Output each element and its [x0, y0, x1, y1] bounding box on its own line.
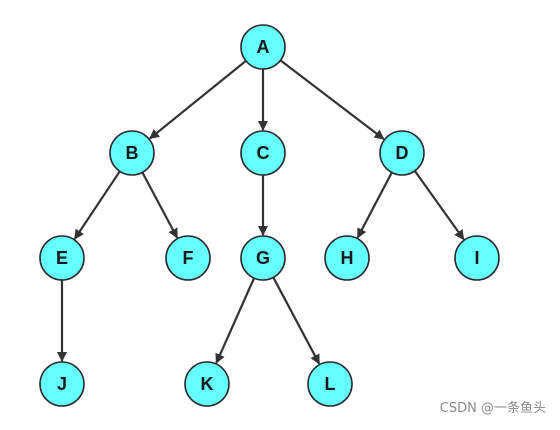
node-h: H	[324, 235, 370, 281]
node-circle	[109, 130, 155, 176]
node-label: F	[183, 248, 194, 268]
node-circle	[240, 235, 286, 281]
node-circle	[240, 130, 286, 176]
node-label: L	[325, 374, 336, 394]
node-label: J	[57, 374, 67, 394]
node-label: E	[56, 248, 68, 268]
node-circle	[454, 235, 500, 281]
edge-a-b	[149, 59, 247, 140]
node-label: B	[126, 143, 139, 163]
node-g: G	[240, 235, 286, 281]
node-circle	[184, 361, 230, 407]
node-label: H	[341, 248, 354, 268]
node-f: F	[165, 235, 211, 281]
node-circle	[324, 235, 370, 281]
edge-g-k	[215, 277, 256, 364]
node-circle	[165, 235, 211, 281]
edge-d-h	[356, 171, 393, 239]
node-l: L	[307, 361, 353, 407]
edge-b-e	[73, 170, 121, 240]
edge-b-f	[141, 171, 179, 239]
node-i: I	[454, 235, 500, 281]
node-label: G	[256, 248, 270, 268]
edge-g-l	[272, 276, 321, 365]
nodes-layer: A B C D E F G H I J K L	[39, 24, 500, 407]
node-k: K	[184, 361, 230, 407]
node-d: D	[379, 130, 425, 176]
node-c: C	[240, 130, 286, 176]
node-circle	[240, 24, 286, 70]
watermark-text: CSDN @一条鱼头	[439, 401, 546, 416]
node-circle	[39, 361, 85, 407]
node-label: I	[474, 248, 479, 268]
node-a: A	[240, 24, 286, 70]
node-circle	[379, 130, 425, 176]
node-b: B	[109, 130, 155, 176]
node-label: D	[396, 143, 409, 163]
edge-a-d	[279, 59, 385, 140]
node-j: J	[39, 361, 85, 407]
node-label: A	[257, 37, 270, 57]
node-label: K	[201, 374, 214, 394]
edges-layer	[57, 59, 465, 365]
node-circle	[307, 361, 353, 407]
node-circle	[39, 235, 85, 281]
node-label: C	[257, 143, 270, 163]
edge-d-i	[413, 170, 465, 241]
node-e: E	[39, 235, 85, 281]
